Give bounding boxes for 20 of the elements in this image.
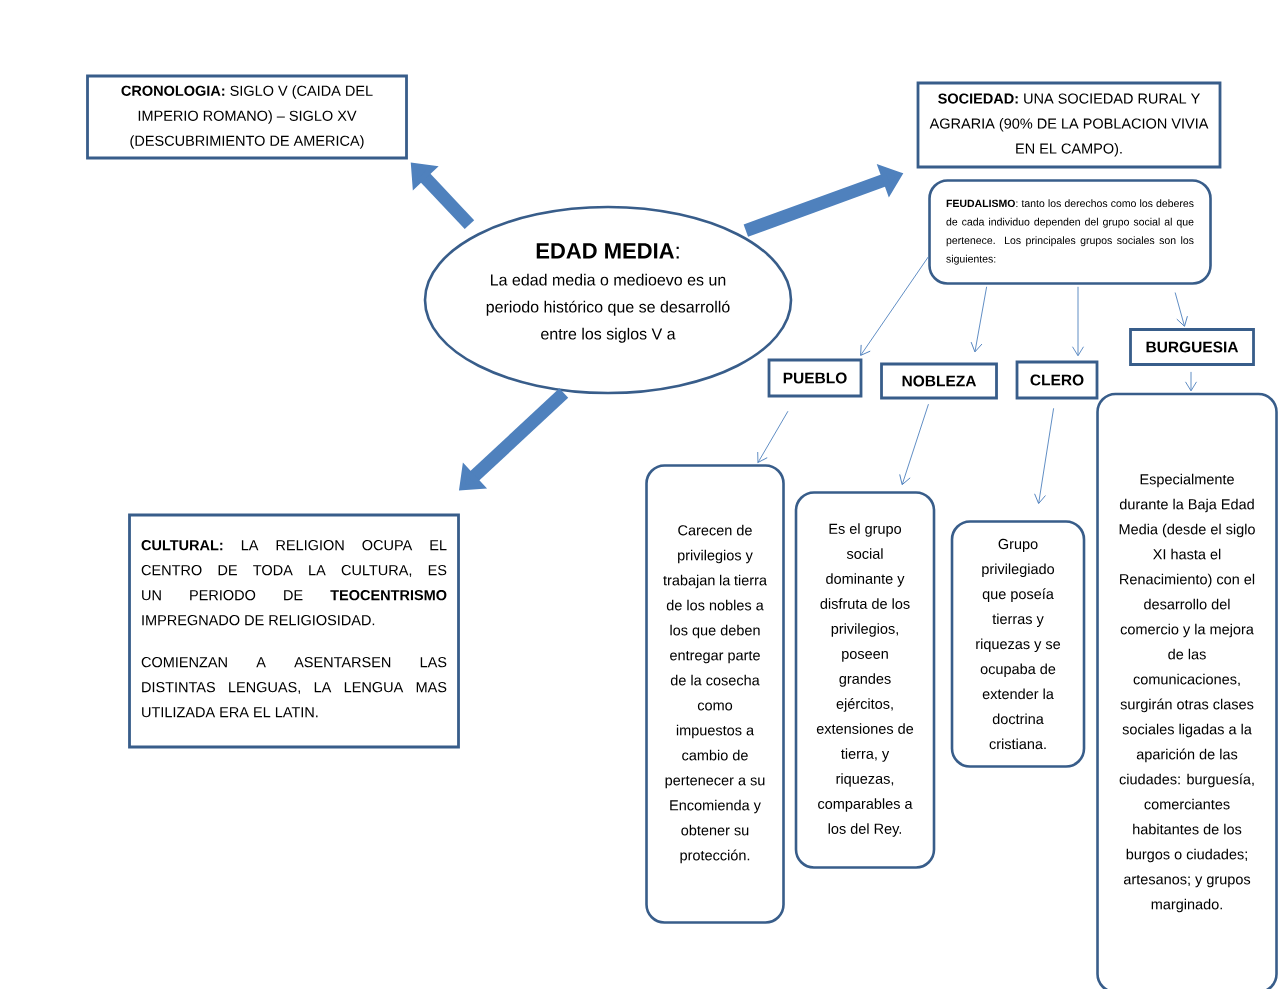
description-box: Grupo privilegiado que poseía tierras y riquezas y se ocupaba de extender la doctrina cristiana. — [950, 520, 1086, 768]
arrow — [1174, 292, 1188, 327]
arrow — [899, 403, 929, 486]
arrow — [1185, 371, 1197, 392]
description-box: Es el grupo social dominante y disfruta de los privilegios, poseen grandes ejércitos, extensiones de tierra, y riquezas, comparables a los del Rey. — [794, 491, 936, 869]
arrow — [1072, 286, 1084, 357]
rounded-box: FEUDALISMO: tanto los derechos como los deberes de cada individuo dependen del grupo social al que pertenece. Los principales grupos sociales son los siguientes: — [928, 179, 1212, 285]
description-box: Carecen de privilegios y trabajan la tierra de los nobles a los que deben entregar parte de la cosecha como impuestos a cambio de pertenecer a su Encomienda y obtener su protección. — [645, 464, 785, 924]
arrow — [860, 256, 929, 356]
info-box: CRONOLOGIA: SIGLO V (CAIDA DEL IMPERIO ROMANO) – SIGLO XV (DESCUBRIMIENTO DE AMERICA) — [86, 74, 408, 160]
info-box: SOCIEDAD: UNA SOCIEDAD RURAL Y AGRARIA (90% DE LA POBLACION VIVIA EN EL CAMPO). — [916, 81, 1222, 169]
arrow — [1034, 407, 1055, 504]
arrow — [970, 286, 988, 353]
group-label-box: PUEBLO — [767, 358, 863, 398]
group-label-box: CLERO — [1015, 360, 1099, 400]
description-box: Especialmente durante la Baja Edad Media (desde el siglo XI hasta el Renacimiento) con el desarrollo del comercio y la mejora de las comunicaciones, surgirán otras clases sociales ligadas a la aparición de las ciudades: burguesía, comerciantes habitantes de los burgos o ciudades; artesanos; y grupos marginado. — [1096, 392, 1278, 989]
arrow — [757, 410, 789, 464]
group-label-box: BURGUESIA — [1129, 328, 1255, 366]
info-box: CULTURAL: LA RELIGION OCUPA EL CENTRO DE TODA LA CULTURA, ES UN PERIODO DE TEOCENTRISMO IMPREGNADO DE RELIGIOSIDAD. COMIENZAN A ASENTARSEN LAS DISTINTAS LENGUAS, LA LENGUA MAS UTILIZADA ERA EL LATIN. — [128, 513, 460, 749]
group-label-box: NOBLEZA — [880, 362, 998, 400]
